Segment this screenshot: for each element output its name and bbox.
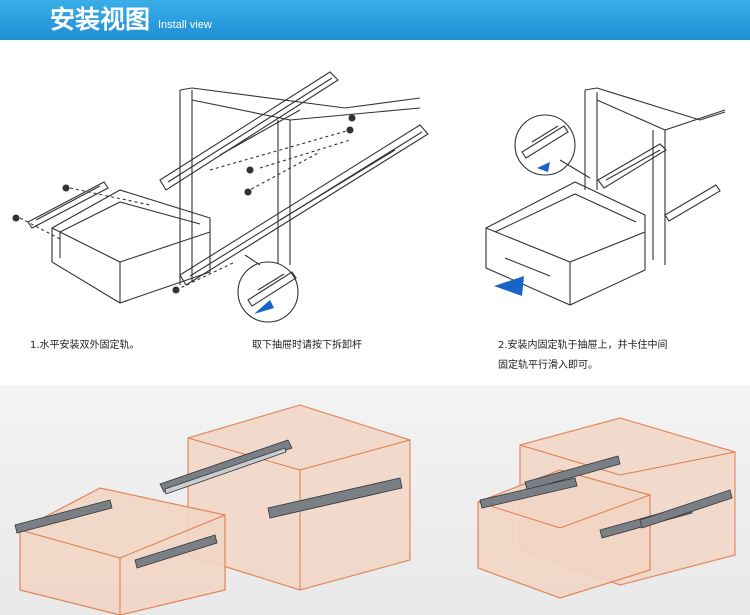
page-title: 安装视图 [50, 5, 151, 34]
right-cabinet-frame [584, 87, 726, 265]
right-detail-circle [514, 114, 591, 179]
left-drawer-box [51, 189, 211, 304]
lower-cabinet-rail [179, 124, 429, 286]
page-subtitle: Install view [158, 19, 212, 31]
right-orange-edges [477, 444, 736, 529]
right-steel-rails [479, 455, 733, 539]
right-upper-rail [597, 143, 667, 189]
bottom-illustration-panel [0, 385, 750, 615]
caption-step1-note: 取下抽屉时请按下拆卸杆 [252, 340, 362, 351]
blue-arrows [254, 162, 550, 314]
header-bar: 安装视图 Install view [0, 0, 750, 40]
left-steel-rails [14, 439, 403, 569]
upper-cabinet-rail [159, 71, 339, 191]
install-color-diagrams [14, 404, 736, 615]
left-orange-cabinets [19, 404, 411, 615]
left-cabinet-frame [179, 87, 421, 285]
install-line-diagrams [12, 71, 726, 323]
screw-guide-lines [19, 129, 351, 291]
right-side-rail [664, 184, 721, 222]
left-detail-circle [237, 254, 299, 323]
left-orange-edges [19, 437, 411, 615]
screws [12, 114, 356, 294]
caption-step2-line2: 固定轨平行滑入即可。 [498, 360, 598, 371]
right-orange-cabinets [477, 417, 736, 599]
caption-step2-line1: 2.安装内固定轨于抽屉上，并卡住中间 [498, 340, 668, 351]
right-drawer-box [485, 181, 646, 306]
caption-step1: 1.水平安装双外固定轨。 [30, 340, 140, 351]
